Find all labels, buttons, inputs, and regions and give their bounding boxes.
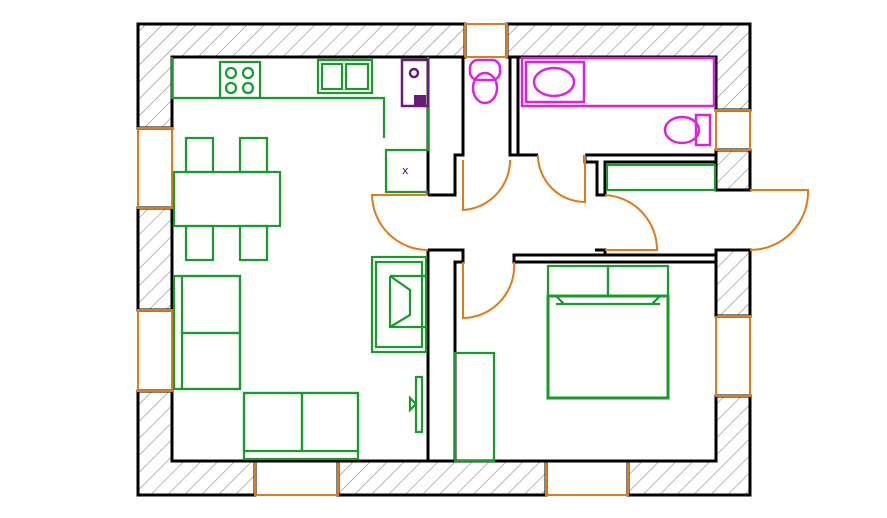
sofa-icon (172, 274, 242, 391)
toilet-icon (468, 58, 502, 105)
kitchen-counter-corner (384, 57, 430, 194)
window-left-lower (137, 309, 173, 392)
bathroom-door (537, 154, 586, 204)
fridge-icon (400, 58, 430, 108)
fireplace-icon (370, 255, 428, 354)
doors (370, 154, 810, 320)
window-bottom-bedroom (545, 460, 629, 496)
window-right-bedroom (715, 315, 751, 397)
closet-door (604, 194, 659, 251)
kitchen-counter-edge (170, 57, 386, 138)
window-bottom-living (254, 460, 339, 496)
dining-table-icon (172, 136, 282, 262)
tv-icon (408, 375, 424, 434)
bathtub-icon (520, 56, 716, 108)
wc-door (462, 159, 512, 212)
sink-icon (316, 58, 374, 95)
entrance-door (749, 189, 810, 251)
windows (137, 23, 751, 496)
window-right-bath (715, 109, 751, 151)
armchair-icon (242, 391, 360, 461)
stove-icon (218, 60, 262, 100)
outer-walls (136, 22, 752, 497)
kitchen-door (370, 194, 429, 251)
bed-icon (546, 264, 670, 400)
window-top-bathroom (464, 23, 508, 58)
window-left-upper (137, 127, 173, 209)
toilet-icon-bath (663, 113, 712, 147)
kitchen: x (170, 57, 430, 194)
bedroom-door (462, 261, 516, 320)
wardrobe-icon (453, 351, 496, 463)
shelf-icon (605, 163, 717, 192)
marker-x: x (402, 164, 409, 177)
